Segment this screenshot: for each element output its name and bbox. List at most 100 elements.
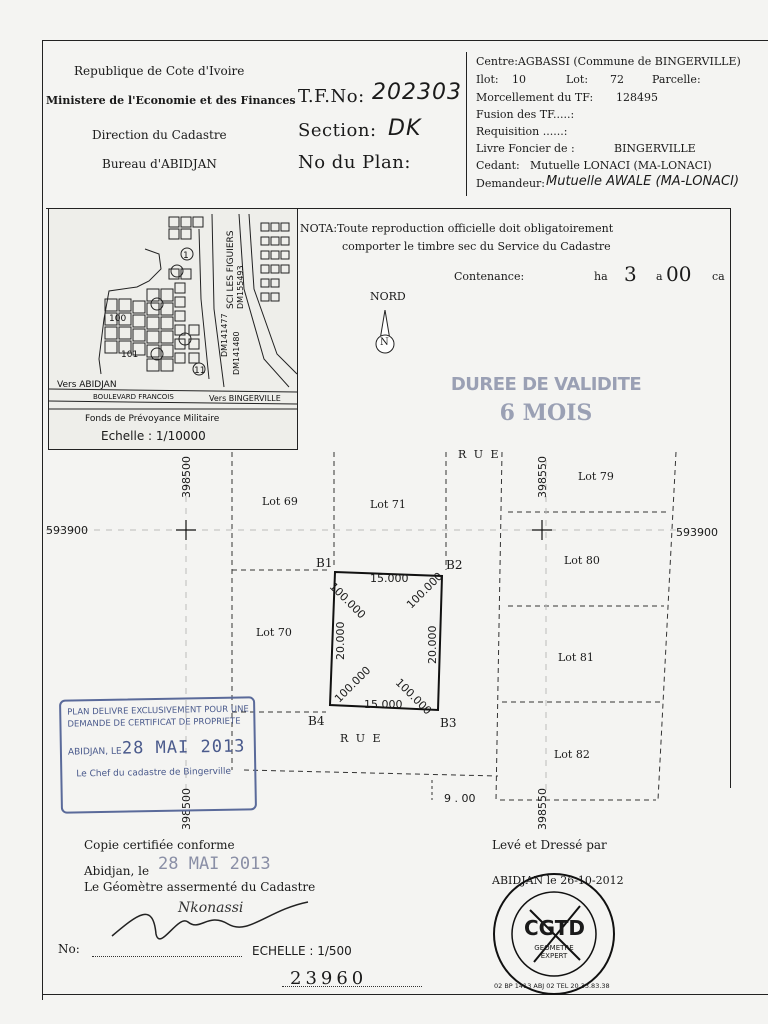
tf-number-label: T.F.No: bbox=[298, 86, 365, 107]
dim-diag-top-left: 100.000 bbox=[326, 580, 369, 622]
lot-70-label: Lot 70 bbox=[256, 626, 292, 639]
frame-bottom-border bbox=[42, 994, 768, 995]
dim-bottom: 15.000 bbox=[364, 698, 403, 711]
dim-top: 15.000 bbox=[370, 572, 409, 585]
north-arrow-letter: N bbox=[380, 337, 389, 348]
plan-frame-top bbox=[46, 208, 730, 209]
ilot-value: 10 bbox=[512, 73, 526, 86]
lot-69-label: Lot 69 bbox=[262, 495, 298, 508]
lot-82-label: Lot 82 bbox=[554, 748, 590, 761]
seal-center-text: CGTD bbox=[524, 916, 585, 940]
copie-certifiee: Copie certifiée conforme bbox=[84, 838, 235, 852]
map-label-fonds: Fonds de Prévoyance Militaire bbox=[85, 413, 220, 424]
demandeur-label: Demandeur: bbox=[476, 177, 546, 190]
info-box-divider bbox=[466, 52, 467, 196]
morcellement-label: Morcellement du TF: bbox=[476, 91, 594, 104]
lot-81-label: Lot 81 bbox=[558, 651, 594, 664]
plan-frame-right bbox=[730, 208, 731, 788]
point-b3-label: B3 bbox=[440, 716, 457, 730]
ministry-title: Ministere de l'Economie et des Finances bbox=[46, 94, 296, 107]
stamp-date: 28 MAI 2013 bbox=[121, 736, 246, 759]
lot-label: Lot: bbox=[566, 73, 589, 86]
stamp-line-2: DEMANDE DE CERTIFICAT DE PROPRIETE bbox=[67, 716, 241, 730]
survey-date: ABIDJAN le 26-10-2012 bbox=[492, 874, 624, 887]
contenance-a-value: 00 bbox=[666, 262, 692, 286]
north-label: NORD bbox=[370, 290, 406, 303]
dim-left: 20.000 bbox=[334, 621, 347, 661]
contenance-label: Contenance: bbox=[454, 270, 525, 283]
bureau-title: Bureau d'ABIDJAN bbox=[102, 157, 217, 171]
location-map: Vers ABIDJAN BOULEVARD FRANCOIS Vers BIN… bbox=[48, 208, 298, 450]
coord-x-top-right: 398550 bbox=[536, 456, 549, 498]
lot-80-label: Lot 80 bbox=[564, 554, 600, 567]
leve-dresse-label: Levé et Dressé par bbox=[492, 838, 607, 852]
map-label-vers-abidjan: Vers ABIDJAN bbox=[57, 380, 117, 390]
geometre-label: Le Géomètre assermenté du Cadastre bbox=[84, 880, 316, 894]
tf-number-value: 202303 bbox=[372, 80, 462, 105]
point-b4-label: B4 bbox=[308, 714, 325, 728]
demandeur-value: Mutuelle AWALE (MA-LONACI) bbox=[546, 174, 740, 189]
dim-diag-top-right: 100.000 bbox=[404, 569, 446, 612]
signature-name: Nkonassi bbox=[178, 900, 244, 916]
map-label-100: 100 bbox=[109, 314, 126, 324]
north-arrow-icon: N bbox=[372, 309, 398, 356]
frame-top-border bbox=[42, 40, 768, 41]
certified-date: 28 MAI 2013 bbox=[158, 854, 271, 874]
no-field-line bbox=[92, 956, 242, 957]
map-label-11: 11 bbox=[194, 366, 205, 376]
validity-stamp-line-2: 6 MOIS bbox=[499, 400, 593, 426]
parcelle-label: Parcelle: bbox=[652, 73, 701, 86]
stamp-line-1: PLAN DELIVRE EXCLUSIVEMENT POUR UNE bbox=[67, 704, 249, 718]
location-map-scale: Echelle : 1/10000 bbox=[101, 429, 206, 443]
abidjan-le-label: Abidjan, le bbox=[84, 864, 150, 878]
map-label-dm2: DM141477 bbox=[220, 313, 229, 357]
location-map-drawing: Vers ABIDJAN BOULEVARD FRANCOIS Vers BIN… bbox=[49, 213, 297, 424]
section-value: DK bbox=[388, 116, 422, 141]
coord-x-bottom-right: 398550 bbox=[536, 788, 549, 830]
map-label-boulevard: BOULEVARD FRANCOIS bbox=[93, 393, 174, 401]
cedant-value: Mutuelle LONACI (MA-LONACI) bbox=[530, 159, 712, 172]
stamp-chief: Le Chef du cadastre de Bingerville bbox=[76, 766, 232, 780]
seal-ring-text: 02 BP 1413 ABJ 02 TEL 20.33.83.38 bbox=[494, 982, 610, 990]
street-label-top: R U E bbox=[458, 448, 501, 461]
morcellement-value: 128495 bbox=[616, 91, 658, 104]
surveyor-seal: CGTD GEOMETRE EXPERT 02 BP 1413 ABJ 02 T… bbox=[490, 870, 618, 998]
centre-info: Centre:AGBASSI (Commune de BINGERVILLE) bbox=[476, 55, 741, 68]
lot-value: 72 bbox=[610, 73, 624, 86]
plan-number-line bbox=[282, 986, 422, 987]
requisition-info: Requisition ......: bbox=[476, 125, 568, 138]
contenance-ca-label: ca bbox=[712, 270, 725, 283]
fusion-info: Fusion des TF.....: bbox=[476, 108, 575, 121]
map-label-sci: SCI LES FIGUIERS bbox=[226, 230, 236, 309]
signature-drawing: Nkonassi bbox=[108, 894, 318, 950]
coord-y-left: 593900 bbox=[46, 524, 88, 537]
plan-number-label: No du Plan: bbox=[298, 152, 411, 173]
livre-foncier-label: Livre Foncier de : bbox=[476, 142, 575, 155]
map-label-dm1: DM155493 bbox=[236, 265, 245, 309]
cedant-label: Cedant: bbox=[476, 159, 520, 172]
ilot-label: Ilot: bbox=[476, 73, 499, 86]
map-label-vers-bingerville: Vers BINGERVILLE bbox=[209, 394, 281, 403]
section-label: Section: bbox=[298, 120, 377, 141]
plan-scale: ECHELLE : 1/500 bbox=[252, 944, 352, 958]
dim-diag-bottom-right: 100.000 bbox=[392, 676, 435, 718]
seal-title: GEOMETRE EXPERT bbox=[534, 944, 574, 960]
contenance-ha-value: 3 bbox=[624, 262, 637, 286]
dim-street-width: 9 . 00 bbox=[444, 792, 476, 805]
direction-title: Direction du Cadastre bbox=[92, 128, 227, 142]
lot-79-label: Lot 79 bbox=[578, 470, 614, 483]
republic-title: Republique de Cote d'Ivoire bbox=[74, 64, 245, 78]
map-label-101: 101 bbox=[121, 350, 138, 360]
coord-y-right: 593900 bbox=[676, 526, 718, 539]
street-label-bottom: R U E bbox=[340, 732, 383, 745]
nota-line-2: comporter le timbre sec du Service du Ca… bbox=[342, 240, 611, 253]
point-b2-label: B2 bbox=[446, 558, 463, 572]
lot-71-label: Lot 71 bbox=[370, 498, 406, 511]
no-label: No: bbox=[58, 942, 80, 956]
plan-number: 23960 bbox=[290, 968, 368, 989]
contenance-ha-label: ha bbox=[594, 270, 608, 283]
stamp-city: ABIDJAN, LE bbox=[67, 746, 122, 758]
nota-line-1: NOTA:Toute reproduction officielle doit … bbox=[300, 222, 614, 235]
contenance-a-label: a bbox=[656, 270, 663, 283]
map-label-dm3: DM141480 bbox=[232, 331, 241, 375]
